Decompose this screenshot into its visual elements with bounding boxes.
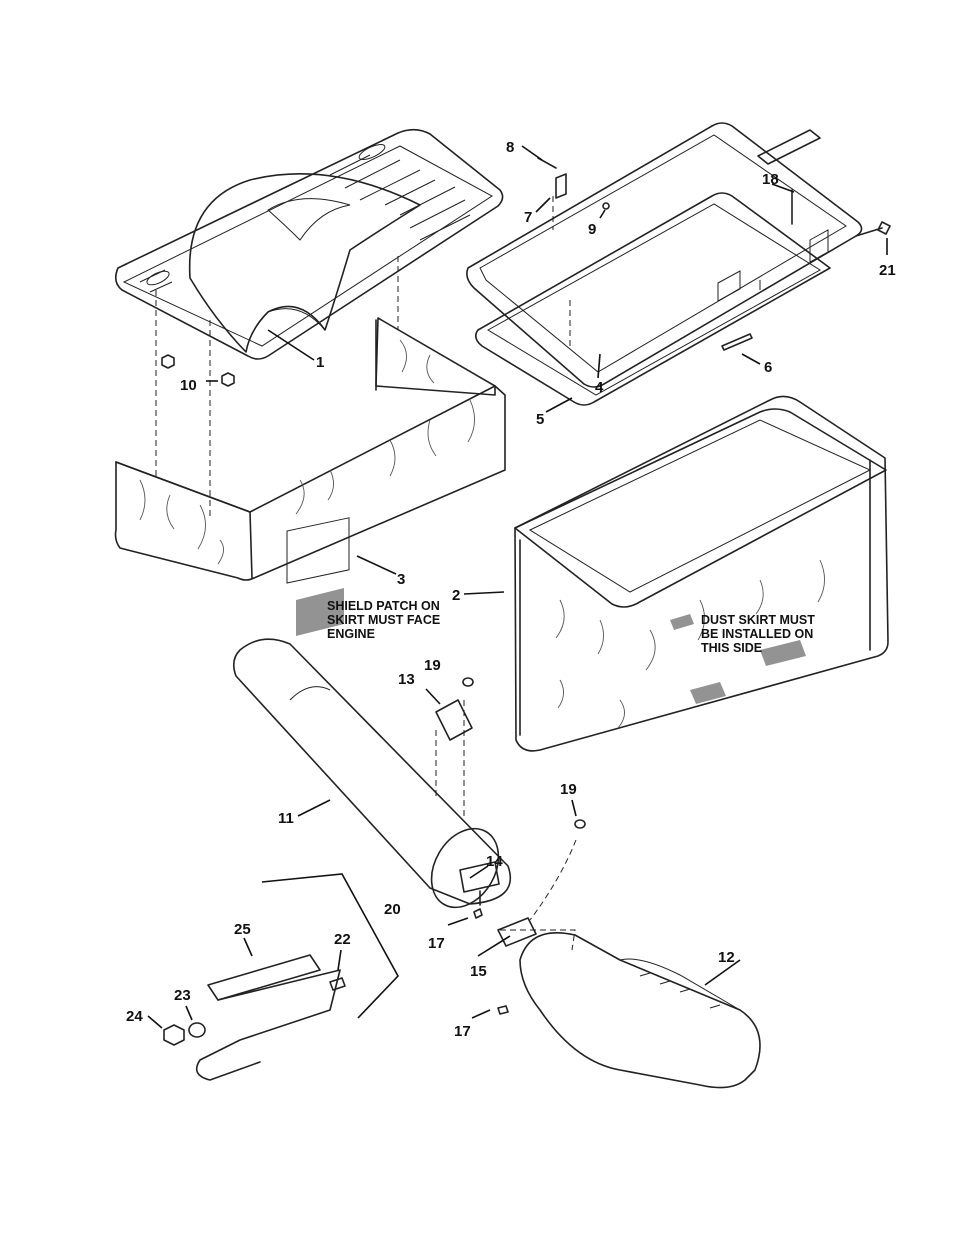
- shield-note-line-1: SHIELD PATCH ON: [327, 599, 440, 613]
- washer-part-23: [188, 1022, 206, 1038]
- pin-part-6: [721, 333, 753, 351]
- callout-numbers: 1 2 3 4 5 6 7 8 9 10 11 12 13 14 15 17 1…: [126, 139, 896, 1040]
- callout-9: 9: [588, 221, 596, 238]
- nut-part-10a: [161, 354, 175, 369]
- dust-note-line-2: BE INSTALLED ON: [701, 627, 813, 641]
- dust-note-line-1: DUST SKIRT MUST: [701, 613, 815, 627]
- callout-2: 2: [452, 587, 460, 604]
- callout-21: 21: [879, 262, 896, 279]
- callout-19b: 19: [560, 781, 577, 798]
- nut-part-10b: [221, 372, 235, 387]
- dust-note-line-3: THIS SIDE: [701, 641, 762, 655]
- exhaust-pipe-part-11: [232, 638, 512, 909]
- leader-lines: [147, 145, 888, 1029]
- bracket-part-25: [195, 954, 341, 1081]
- shield-note-line-3: ENGINE: [327, 627, 375, 641]
- shield-note-line-2: SKIRT MUST FACE: [327, 613, 440, 627]
- callout-8: 8: [506, 139, 514, 156]
- clip-part-7: [555, 173, 567, 199]
- top-cover-part-1: [114, 128, 504, 360]
- dust-box-part-2: [514, 395, 889, 752]
- deflector-part-12: [519, 931, 761, 1089]
- callout-23: 23: [174, 987, 191, 1004]
- bolt-part-17b: [497, 1005, 509, 1015]
- dust-skirt-note: DUST SKIRT MUST BE INSTALLED ON THIS SID…: [701, 613, 815, 655]
- callout-14: 14: [486, 853, 503, 870]
- callout-1: 1: [316, 354, 324, 371]
- callout-18: 18: [762, 171, 779, 188]
- callout-11: 11: [278, 810, 294, 827]
- callout-17a: 17: [428, 935, 445, 952]
- callout-24: 24: [126, 1008, 143, 1025]
- callout-17b: 17: [454, 1023, 471, 1040]
- nut-part-24: [163, 1024, 185, 1046]
- shield-patch-note: SHIELD PATCH ON SKIRT MUST FACE ENGINE: [327, 599, 440, 641]
- callout-22: 22: [334, 931, 351, 948]
- callout-12: 12: [718, 949, 735, 966]
- callout-19a: 19: [424, 657, 441, 674]
- callout-5: 5: [536, 411, 544, 428]
- alignment-lines: [155, 196, 577, 951]
- callout-15: 15: [470, 963, 487, 980]
- bolt-part-21: [855, 221, 891, 237]
- bolt-part-17a: [473, 890, 483, 919]
- frame-part-4: [466, 122, 863, 406]
- callout-20: 20: [384, 901, 401, 918]
- nut-part-19a: [462, 677, 474, 687]
- callout-7: 7: [524, 209, 532, 226]
- callout-10: 10: [180, 377, 197, 394]
- bolt-part-22: [329, 977, 346, 991]
- callout-13: 13: [398, 671, 415, 688]
- callout-25: 25: [234, 921, 251, 938]
- clamp-part-13: [435, 699, 473, 741]
- callout-6: 6: [764, 359, 772, 376]
- nut-part-19b: [574, 819, 586, 829]
- callout-3: 3: [397, 571, 405, 588]
- washer-part-9: [602, 202, 610, 210]
- bracket-part-14: [459, 861, 500, 893]
- engine-skirt-part-3: [114, 317, 506, 636]
- callout-4: 4: [595, 379, 604, 396]
